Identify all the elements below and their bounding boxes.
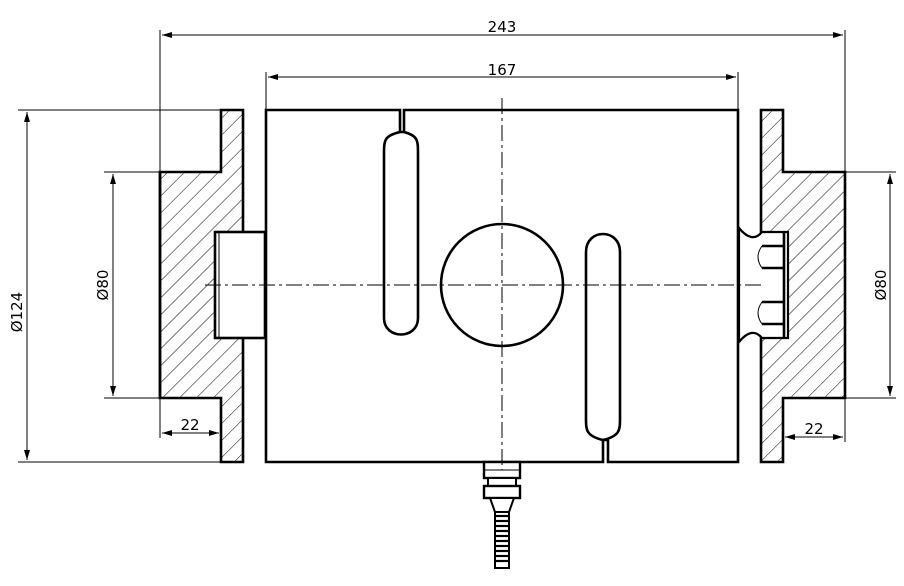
dimension-left-boss-depth: 22 — [159, 398, 222, 438]
dimension-label-left-boss-depth: 22 — [180, 416, 199, 434]
dimension-overall-width: 243 — [159, 18, 846, 172]
dimension-label-body-width: 167 — [488, 61, 517, 79]
dimension-label-overall-width: 243 — [488, 18, 517, 36]
dimension-label-left-boss-diameter: Ø80 — [94, 270, 112, 301]
dimension-right-boss-diameter: Ø80 — [845, 171, 896, 399]
right-threaded-insert — [737, 224, 790, 346]
dimension-left-boss-diameter: Ø80 — [94, 171, 160, 399]
dimension-label-flange-diameter: Ø124 — [8, 292, 26, 332]
dimension-label-right-boss-depth: 22 — [804, 420, 823, 438]
dimension-flange-diameter: Ø124 — [8, 109, 221, 463]
dimension-body-width: 167 — [265, 61, 739, 110]
dimension-right-boss-depth: 22 — [782, 398, 846, 442]
cable-connector — [482, 460, 522, 569]
center-lines — [205, 98, 765, 470]
dimension-label-right-boss-diameter: Ø80 — [872, 270, 890, 301]
